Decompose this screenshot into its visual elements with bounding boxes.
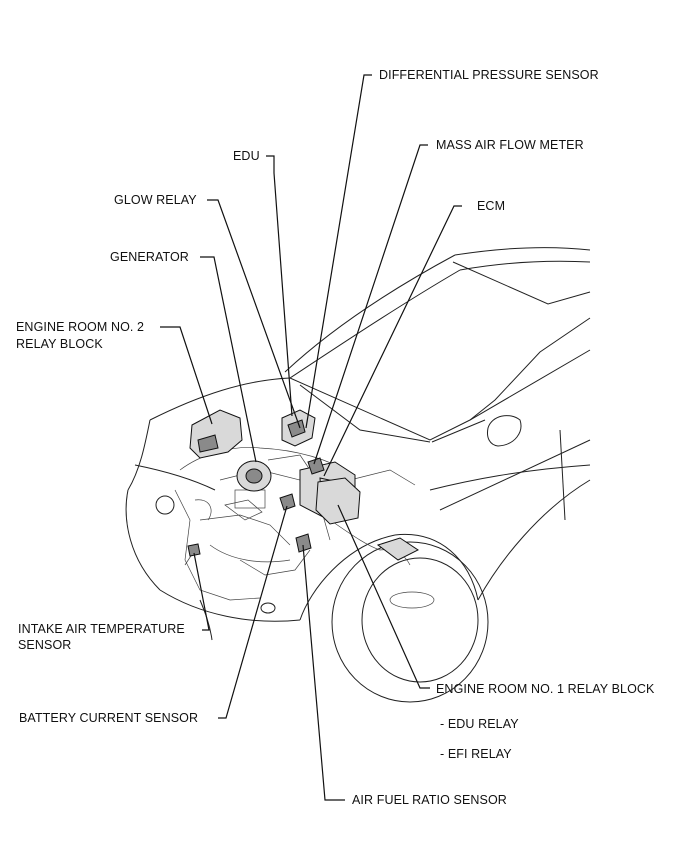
label-engine-room-no2-line2: RELAY BLOCK: [16, 337, 103, 351]
label-differential-pressure-sensor: DIFFERENTIAL PRESSURE SENSOR: [379, 68, 599, 82]
label-glow-relay: GLOW RELAY: [114, 193, 197, 207]
intake-air-temp-sensor-part: [187, 543, 201, 557]
air-fuel-ratio-sensor-part: [295, 533, 312, 553]
leader-engine-room-no1: [337, 504, 430, 689]
label-intake-air-temperature-line2: SENSOR: [18, 638, 72, 652]
label-edu: EDU: [233, 149, 260, 163]
label-battery-current-sensor: BATTERY CURRENT SENSOR: [19, 711, 199, 725]
engine-compartment: [174, 447, 416, 601]
edu-part: [281, 409, 316, 447]
leader-ecm: [323, 205, 462, 477]
engine-room-no2-relay-block-part: [189, 409, 243, 459]
leader-engine-room-no2: [160, 326, 213, 425]
leader-lines: [160, 74, 462, 801]
leader-mass-air-flow-meter: [313, 144, 428, 465]
vehicle-body-outline: [125, 247, 591, 703]
leader-edu: [266, 155, 293, 417]
leader-intake-air-temperature-sensor: [193, 552, 210, 631]
generator-part: [236, 460, 272, 492]
engine-room-no1-relay-block-part: [315, 477, 361, 525]
label-generator: GENERATOR: [110, 250, 189, 264]
label-mass-air-flow-meter: MASS AIR FLOW METER: [436, 138, 584, 152]
leader-battery-current-sensor: [218, 505, 288, 719]
label-engine-room-no1-relay-block: ENGINE ROOM NO. 1 RELAY BLOCK: [436, 682, 655, 696]
leader-air-fuel-ratio-sensor: [302, 544, 345, 801]
exhaust-part: [376, 537, 419, 561]
battery-current-sensor-part: [279, 493, 296, 511]
leader-differential-pressure-sensor: [305, 74, 372, 429]
label-intake-air-temperature-line1: INTAKE AIR TEMPERATURE: [18, 622, 185, 636]
label-efi-relay: - EFI RELAY: [440, 747, 512, 761]
leader-generator: [200, 256, 257, 463]
label-edu-relay: - EDU RELAY: [440, 717, 519, 731]
label-engine-room-no2-line1: ENGINE ROOM NO. 2: [16, 320, 145, 334]
leader-glow-relay: [207, 199, 301, 429]
label-air-fuel-ratio-sensor: AIR FUEL RATIO SENSOR: [352, 793, 507, 807]
label-ecm: ECM: [477, 199, 506, 213]
